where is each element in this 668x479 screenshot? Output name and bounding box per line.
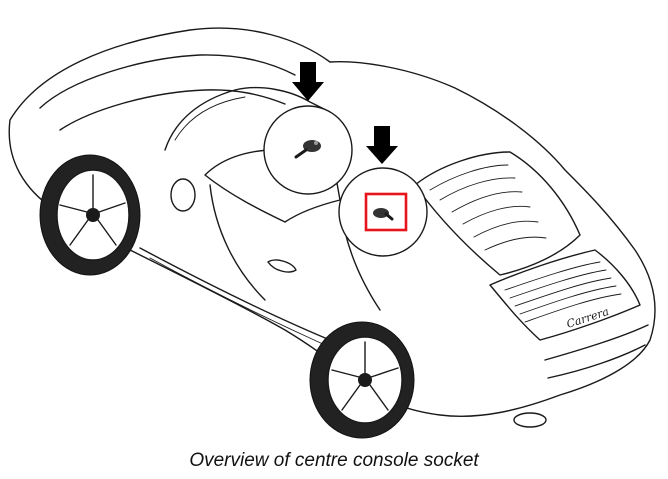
front-wheel [39,154,141,276]
callout-socket-overview [263,105,353,195]
car-overview-diagram: Carrera [8,27,656,439]
callout-socket-detail [338,167,428,257]
rear-wheel [309,321,415,439]
down-arrow-icon [292,62,324,101]
socket-icon [373,208,394,221]
down-arrow-icon [366,126,398,164]
socket-icon [294,140,321,159]
figure-caption: Overview of centre console socket [189,450,479,471]
car-body: Carrera [8,27,656,428]
socket-highlight-box [364,192,408,232]
